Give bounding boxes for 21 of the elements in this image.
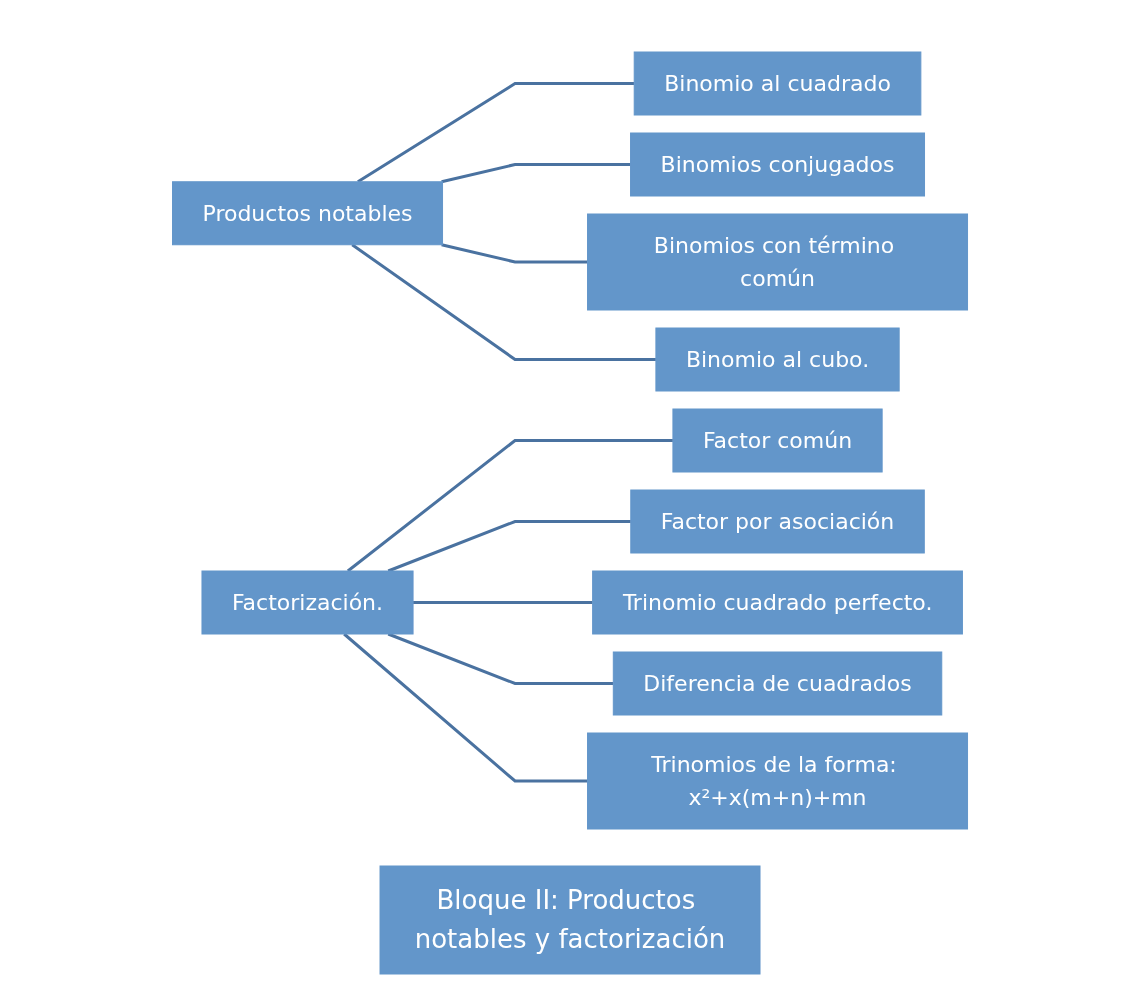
node-box: Factor común bbox=[672, 408, 883, 472]
connector bbox=[343, 632, 588, 782]
node-box: Binomios conjugados bbox=[630, 132, 925, 196]
node-box: Binomio al cuadrado bbox=[633, 51, 922, 115]
node-box: Diferencia de cuadrados bbox=[612, 651, 943, 715]
connector bbox=[413, 600, 593, 604]
node-box: Factor por asociación bbox=[630, 489, 925, 553]
connector bbox=[387, 632, 614, 685]
node-box: Trinomios de la forma: x²+x(m+n)+mn bbox=[587, 732, 968, 829]
connector bbox=[351, 243, 656, 361]
connector bbox=[357, 81, 635, 183]
node-box: Trinomio cuadrado perfecto. bbox=[592, 570, 963, 634]
connector bbox=[441, 162, 631, 183]
connector bbox=[346, 438, 673, 572]
node-box: Bloque II: Productos notables y factorización bbox=[379, 865, 761, 974]
connector bbox=[387, 519, 631, 572]
node-box: Productos notables bbox=[172, 180, 443, 245]
node-box: Factorización. bbox=[201, 570, 414, 634]
node-box: Binomio al cubo. bbox=[655, 327, 900, 391]
connector bbox=[441, 242, 588, 263]
node-box: Binomios con término común bbox=[587, 213, 968, 310]
